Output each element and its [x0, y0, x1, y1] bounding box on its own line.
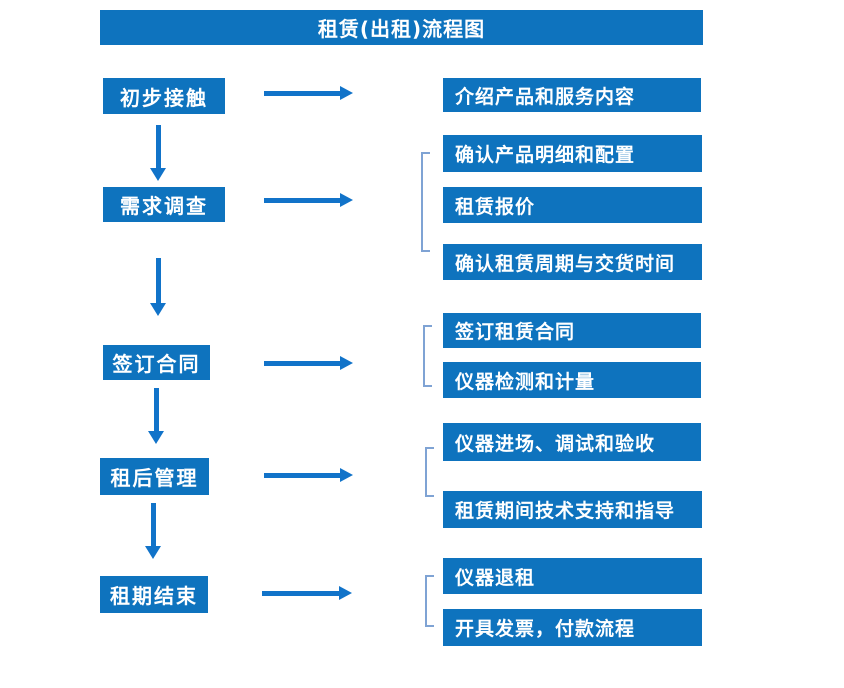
detail-box-sign-rental-contract: 签订租赁合同 — [443, 313, 701, 348]
detail-box-rental-quote: 租赁报价 — [443, 187, 702, 223]
detail-box-instrument-testing: 仪器检测和计量 — [443, 362, 701, 398]
right-arrow-icon — [264, 468, 353, 482]
stage-box-needs-survey: 需求调查 — [103, 187, 225, 222]
right-arrow-icon — [262, 586, 352, 600]
stage-box-sign-contract: 签订合同 — [103, 345, 210, 380]
group-bracket — [421, 152, 430, 252]
down-arrow-icon — [148, 388, 164, 444]
right-arrow-icon — [264, 86, 353, 100]
right-arrow-icon — [264, 356, 353, 370]
detail-box-confirm-product-config: 确认产品明细和配置 — [443, 135, 702, 172]
detail-box-introduce-products: 介绍产品和服务内容 — [443, 78, 701, 112]
right-arrow-icon — [264, 193, 353, 207]
group-bracket — [425, 447, 434, 497]
stage-box-rental-end: 租期结束 — [100, 576, 208, 613]
detail-box-instrument-arrival: 仪器进场、调试和验收 — [443, 423, 701, 461]
detail-box-invoice-payment: 开具发票，付款流程 — [443, 609, 702, 646]
stage-box-initial-contact: 初步接触 — [103, 78, 225, 114]
page-title: 租赁(出租)流程图 — [100, 10, 703, 45]
group-bracket — [425, 575, 434, 627]
group-bracket — [423, 325, 432, 387]
stage-box-post-rental-management: 租后管理 — [100, 458, 209, 495]
detail-box-instrument-return: 仪器退租 — [443, 558, 702, 594]
detail-box-tech-support: 租赁期间技术支持和指导 — [443, 491, 702, 528]
detail-box-confirm-period-delivery: 确认租赁周期与交货时间 — [443, 244, 702, 280]
down-arrow-icon — [145, 503, 161, 559]
down-arrow-icon — [150, 125, 166, 181]
down-arrow-icon — [150, 258, 166, 316]
